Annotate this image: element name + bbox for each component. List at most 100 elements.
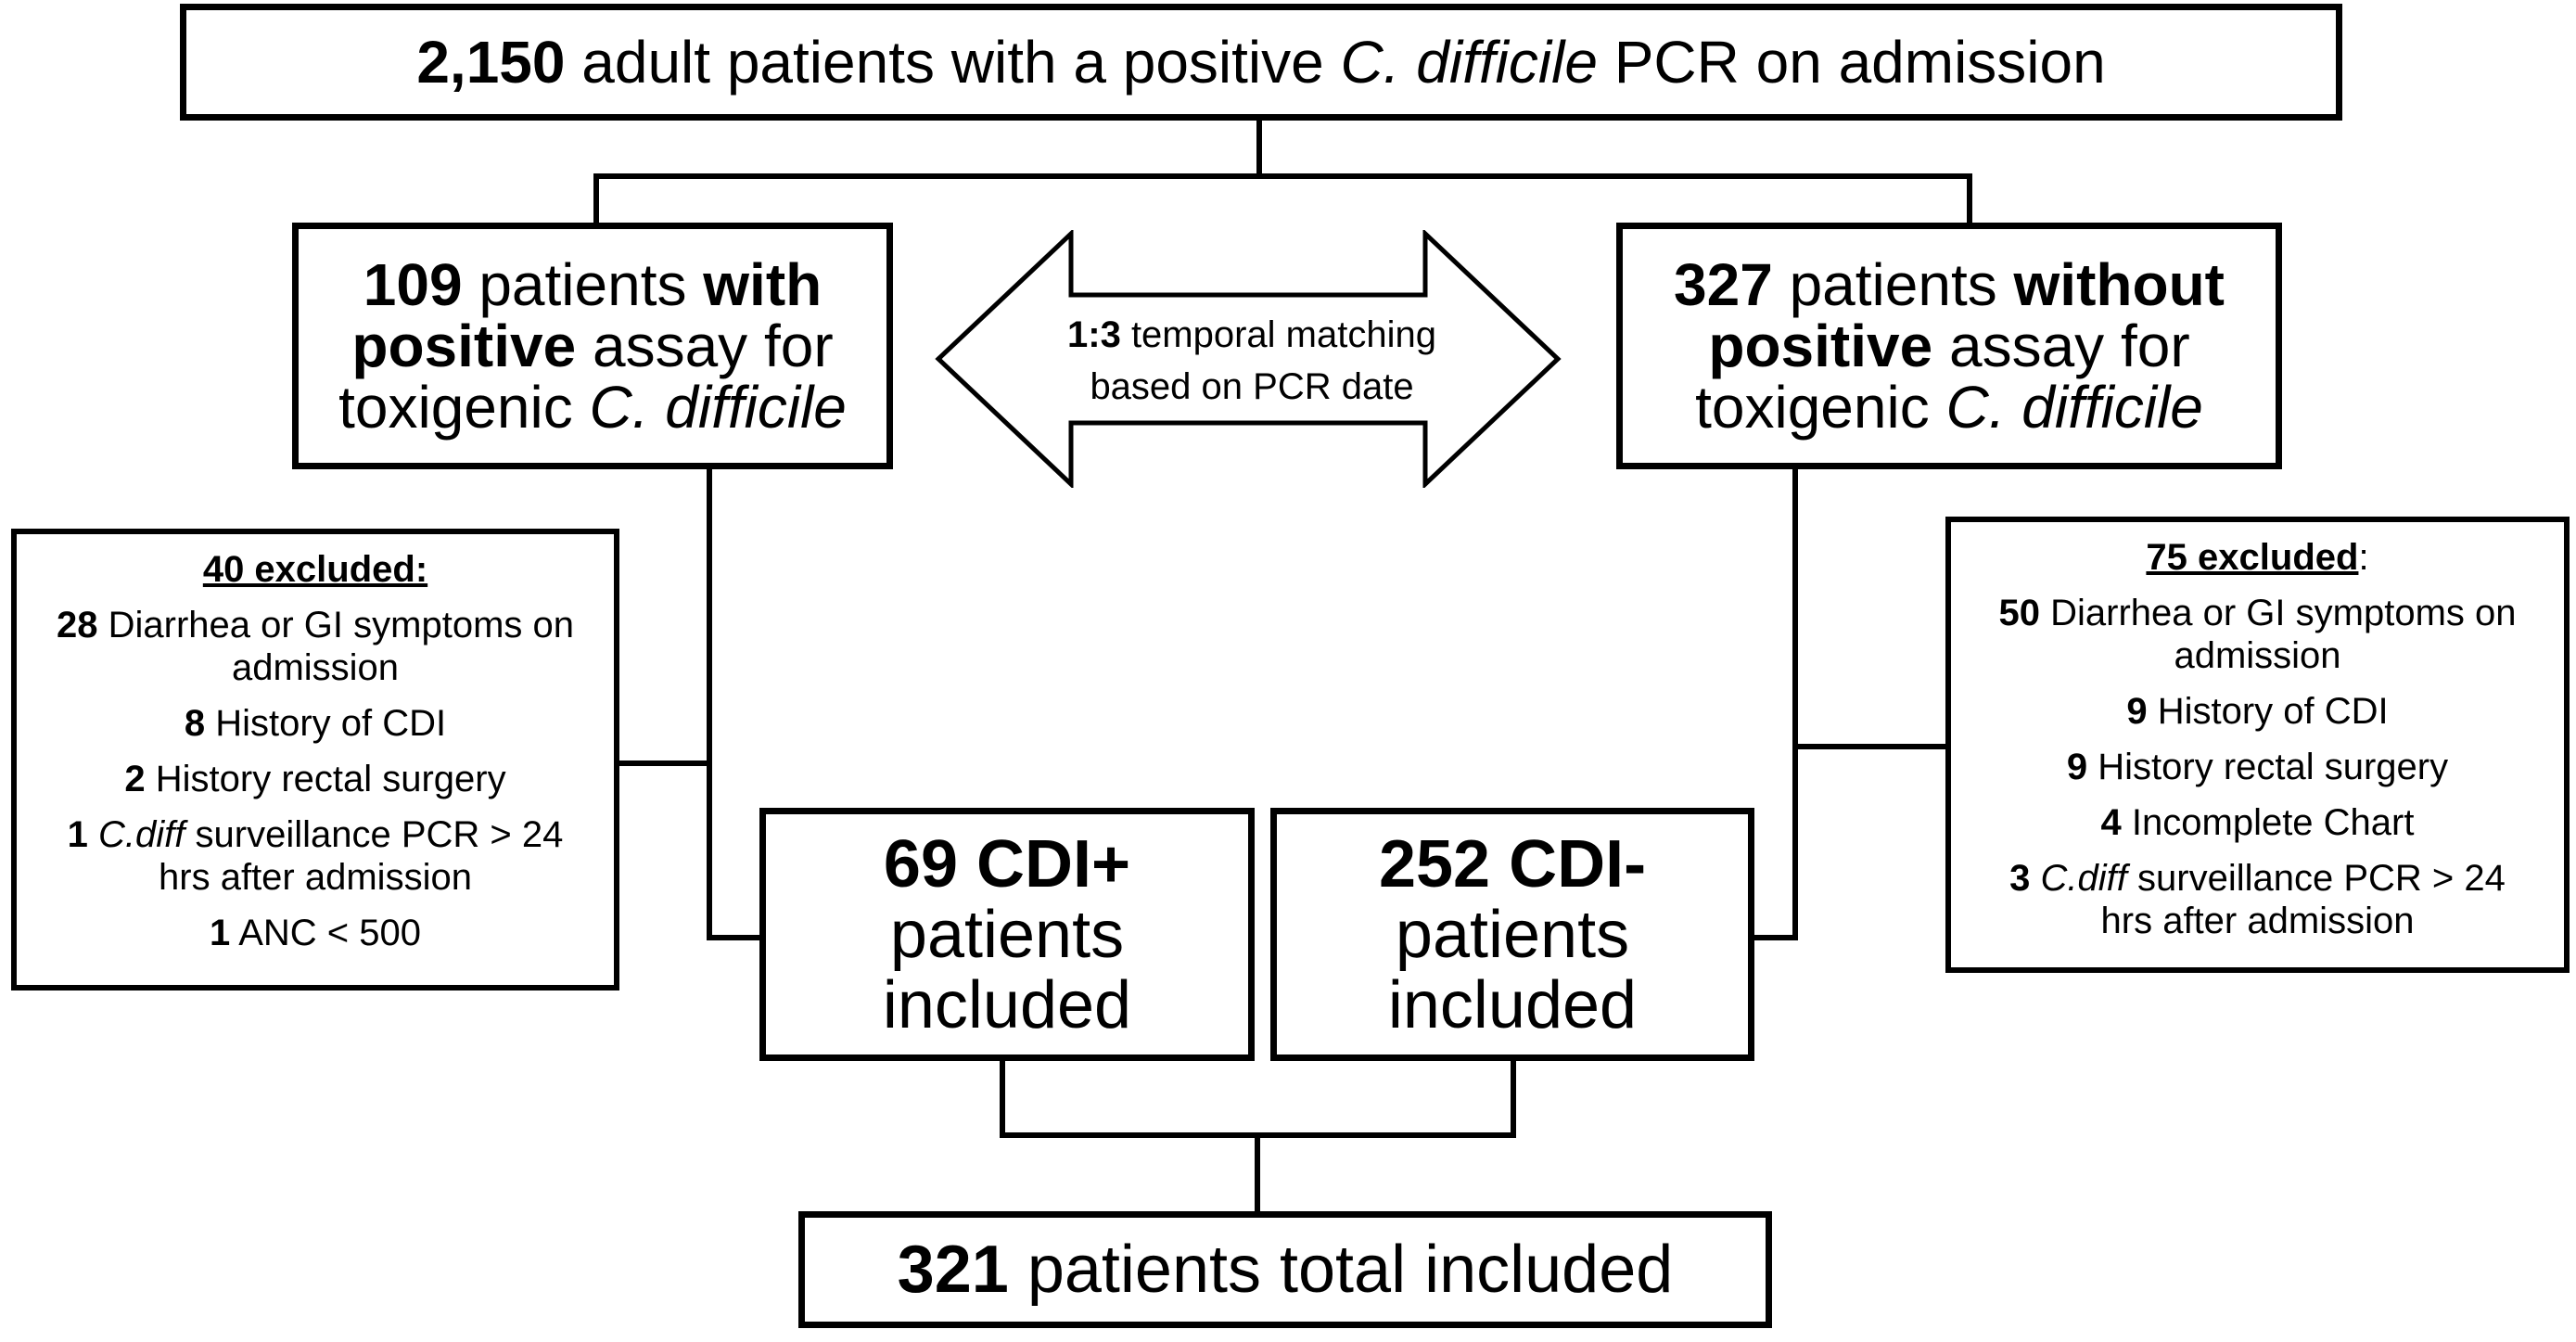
connector-top-stem <box>1256 121 1262 176</box>
exclusion-left-item: 1 C.diff surveillance PCR > 24 hrs after… <box>68 813 564 899</box>
exclusion-count: 1 <box>67 814 88 855</box>
exclusion-count: 50 <box>1998 593 2040 633</box>
connector-with-down <box>707 469 712 940</box>
connector-to-without <box>1967 173 1972 225</box>
without-line-1-bold: without <box>2013 251 2225 318</box>
with-line-3: toxigenic C. difficile <box>338 377 847 438</box>
without-positive-assay-box: 327 patients without positive assay for … <box>1616 223 2282 469</box>
connector-top-horizontal <box>593 173 1972 179</box>
exclusion-left-item: 8 History of CDI <box>185 702 446 745</box>
exclusion-count: 28 <box>56 605 98 645</box>
connector-right-exclusion <box>1792 744 1948 749</box>
connector-to-with <box>593 173 599 225</box>
exclusion-text: History rectal surgery <box>2098 747 2449 787</box>
with-count: 109 <box>363 251 463 318</box>
cdi-positive-line-3: included <box>882 967 1132 1042</box>
exclusion-text: Incomplete Chart <box>2131 802 2415 843</box>
connector-cdi-neg-down <box>1511 1061 1516 1137</box>
matching-ratio: 1:3 <box>1067 314 1121 355</box>
cdi-negative-line-2: patients <box>1395 897 1630 972</box>
with-line-2-bold: positive <box>351 313 577 379</box>
exclusion-text-cont: hrs after admission <box>159 857 472 898</box>
total-text: 321 patients total included <box>898 1232 1674 1308</box>
with-line-1-bold: with <box>703 251 823 318</box>
exclusion-left-item: 2 History rectal surgery <box>124 758 505 800</box>
exclusion-count: 2 <box>124 759 146 799</box>
exclusion-right-item: 50 Diarrhea or GI symptoms on admission <box>1998 592 2516 677</box>
with-line-2-text: assay for <box>592 313 834 379</box>
connector-to-cdi-neg <box>1753 935 1798 940</box>
exclusion-right-header-suffix: : <box>2358 537 2369 578</box>
exclusion-right-item: 9 History rectal surgery <box>2067 746 2448 788</box>
enrollment-count: 2,150 <box>416 29 566 96</box>
with-line-2: positive assay for <box>351 315 833 377</box>
exclusion-count: 3 <box>2009 858 2031 899</box>
exclusion-count: 8 <box>184 703 206 744</box>
matching-label: 1:3 temporal matching based on PCR date <box>1006 309 1498 413</box>
total-count: 321 <box>897 1233 1009 1307</box>
exclusion-text: Diarrhea or GI symptoms on <box>108 605 574 645</box>
exclusion-count: 1 <box>210 913 231 953</box>
connector-cdi-pos-down <box>1000 1061 1005 1137</box>
cdi-negative-line-3: included <box>1387 967 1638 1042</box>
exclusion-text: History rectal surgery <box>155 759 506 799</box>
exclusion-text: ANC < 500 <box>238 913 421 953</box>
with-line-3-text: toxigenic <box>338 374 573 441</box>
enrollment-box: 2,150 adult patients with a positive C. … <box>180 4 2342 121</box>
exclusion-count: 9 <box>2066 747 2088 787</box>
with-line-1: 109 patients with <box>363 254 822 315</box>
exclusion-box-right: 75 excluded: 50 Diarrhea or GI symptoms … <box>1945 517 2570 973</box>
exclusion-text-cont: admission <box>2174 635 2341 676</box>
cdi-positive-title: 69 CDI+ <box>883 826 1131 901</box>
exclusion-left-item: 28 Diarrhea or GI symptoms on admission <box>57 604 574 689</box>
with-positive-assay-box: 109 patients with positive assay for tox… <box>292 223 893 469</box>
exclusion-left-header: 40 excluded: <box>202 549 428 590</box>
enrollment-text-b: PCR on admission <box>1613 29 2106 96</box>
exclusion-italic: C.diff <box>2040 858 2127 899</box>
without-line-2-text: assay for <box>1948 313 2190 379</box>
without-line-2-bold: positive <box>1708 313 1933 379</box>
enrollment-text-a: adult patients with a positive <box>581 29 1324 96</box>
connector-to-cdi-pos <box>707 935 762 940</box>
without-line-3: toxigenic C. difficile <box>1695 377 2203 438</box>
exclusion-right-header-text: 75 excluded <box>2146 537 2359 578</box>
exclusion-right-header: 75 excluded: <box>2146 536 2368 579</box>
enrollment-organism: C. difficile <box>1340 29 1598 96</box>
exclusion-right-item: 3 C.diff surveillance PCR > 24 hrs after… <box>2009 857 2506 942</box>
without-line-3-italic: C. difficile <box>1945 374 2203 441</box>
double-arrow-icon <box>935 230 1562 488</box>
exclusion-count: 4 <box>2100 802 2122 843</box>
with-line-1-text: patients <box>478 251 687 318</box>
without-line-1-text: patients <box>1789 251 1997 318</box>
exclusion-text: Diarrhea or GI symptoms on <box>2050 593 2517 633</box>
cdi-negative-title: 252 CDI- <box>1378 826 1647 901</box>
exclusion-text: History of CDI <box>2157 691 2389 732</box>
matching-text-1: temporal matching <box>1130 314 1436 355</box>
matching-line-2: based on PCR date <box>1090 366 1414 407</box>
total-included-box: 321 patients total included <box>798 1211 1772 1328</box>
exclusion-left-item: 1 ANC < 500 <box>210 912 421 954</box>
exclusion-right-item: 4 Incomplete Chart <box>2101 801 2415 844</box>
without-count: 327 <box>1674 251 1773 318</box>
exclusion-text: surveillance PCR > 24 <box>195 814 564 855</box>
exclusion-text-cont: hrs after admission <box>2100 901 2415 941</box>
without-line-1: 327 patients without <box>1674 254 2225 315</box>
total-label: patients total included <box>1027 1233 1674 1307</box>
cdi-positive-line-2: patients <box>889 897 1125 972</box>
cdi-positive-box: 69 CDI+ patients included <box>759 808 1255 1061</box>
exclusion-italic: C.diff <box>98 814 185 855</box>
matching-line-1: 1:3 temporal matching <box>1006 309 1498 361</box>
exclusion-text: History of CDI <box>215 703 447 744</box>
without-line-3-text: toxigenic <box>1695 374 1930 441</box>
with-line-3-italic: C. difficile <box>589 374 847 441</box>
exclusion-count: 9 <box>2126 691 2148 732</box>
exclusion-right-item: 9 History of CDI <box>2126 690 2388 733</box>
enrollment-text: 2,150 adult patients with a positive C. … <box>416 28 2105 96</box>
exclusion-box-left: 40 excluded: 28 Diarrhea or GI symptoms … <box>11 529 619 991</box>
connector-left-exclusion <box>619 760 712 766</box>
connector-without-down <box>1792 469 1798 940</box>
without-line-2: positive assay for <box>1708 315 2189 377</box>
exclusion-text-cont: admission <box>231 647 400 688</box>
cdi-negative-box: 252 CDI- patients included <box>1270 808 1754 1061</box>
connector-bottom-stem <box>1255 1132 1260 1214</box>
